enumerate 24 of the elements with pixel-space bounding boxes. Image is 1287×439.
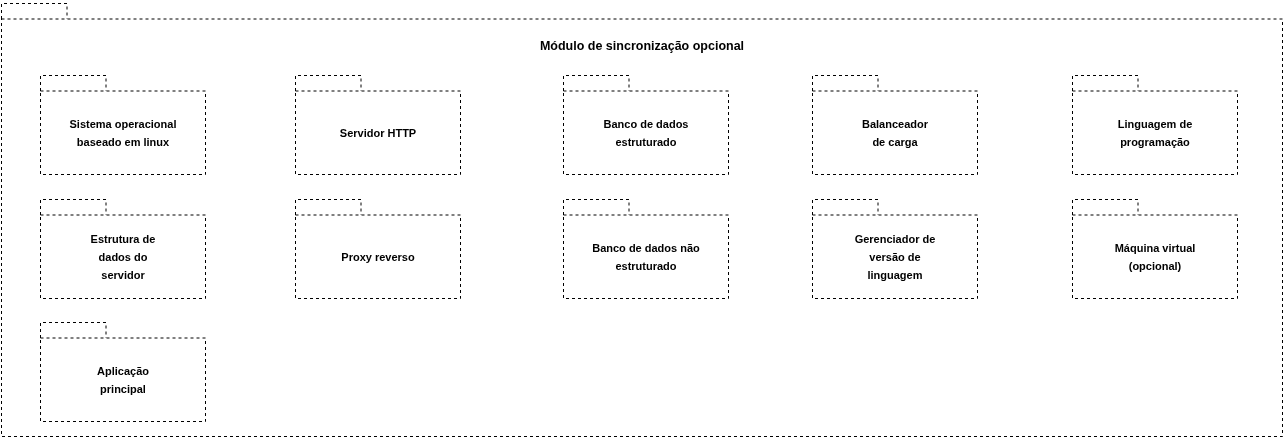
package-box xyxy=(295,75,461,175)
package-label: Banco de dados não estruturado xyxy=(591,241,701,274)
package-box xyxy=(40,199,206,299)
package-box xyxy=(563,75,729,175)
package-box xyxy=(40,322,206,422)
package-title: Módulo de sincronização opcional xyxy=(538,38,746,55)
package-label: Aplicação principal xyxy=(96,364,150,397)
package-label: Balanceador de carga xyxy=(861,117,929,150)
package-label: Estrutura de dados do servidor xyxy=(89,232,157,283)
package-label: Servidor HTTP xyxy=(338,126,418,141)
package-box xyxy=(1072,199,1238,299)
package-box xyxy=(40,75,206,175)
package-label: Gerenciador de versão de linguagem xyxy=(853,232,937,283)
package-box xyxy=(1072,75,1238,175)
package-label: Banco de dados estruturado xyxy=(602,117,690,150)
package-label: Proxy reverso xyxy=(340,250,416,265)
package-box xyxy=(1,3,1283,437)
package-label: Sistema operacional baseado em linux xyxy=(68,117,178,150)
package-label: Linguagem de programação xyxy=(1116,117,1194,150)
package-label: Máquina virtual (opcional) xyxy=(1113,241,1197,274)
package-box xyxy=(812,75,978,175)
package-box xyxy=(812,199,978,299)
package-box xyxy=(563,199,729,299)
package-box xyxy=(295,199,461,299)
